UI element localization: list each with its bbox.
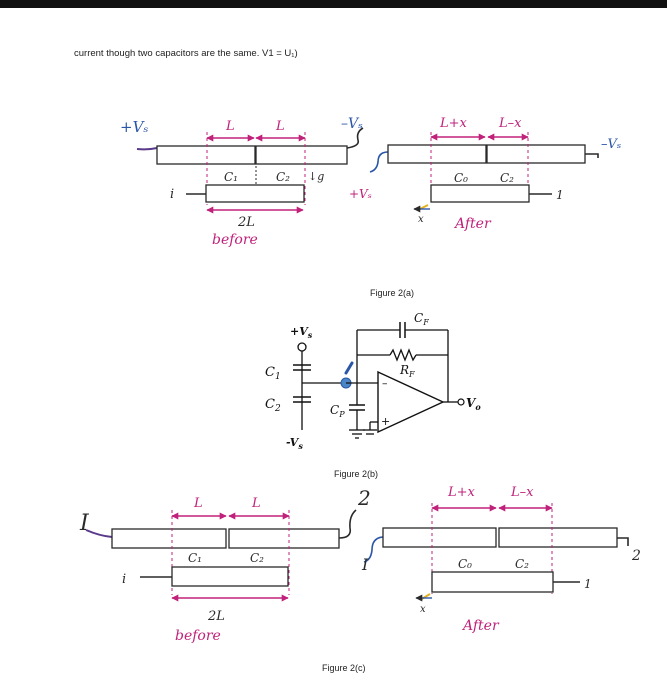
plus-vs-wire bbox=[136, 147, 158, 151]
c-displacement-x: x bbox=[420, 604, 426, 615]
c-label-L-minus-x: L–x bbox=[510, 485, 534, 500]
caption-figure-2b: Figure 2(b) bbox=[334, 469, 379, 479]
bottom-plate bbox=[205, 184, 305, 203]
c-label-c0: C₀ bbox=[458, 557, 472, 571]
vo-terminal bbox=[457, 398, 465, 406]
circuit-c2-label: C2 bbox=[265, 397, 281, 414]
c-after-top-plate-right bbox=[498, 527, 618, 548]
c-after-label-I: I bbox=[361, 555, 369, 574]
caption-figure-2c: Figure 2(c) bbox=[322, 663, 366, 673]
c-after-label-one: 1 bbox=[584, 577, 592, 591]
current-wire-in bbox=[85, 529, 113, 538]
c-label-L-left: L bbox=[193, 496, 203, 511]
circuit-cp-label: CP bbox=[330, 403, 345, 419]
c-output-wire bbox=[338, 509, 357, 539]
c-label-c2: C₂ bbox=[250, 551, 264, 565]
label-c0: C₀ bbox=[454, 171, 468, 185]
circuit-cf-label: CF bbox=[414, 311, 429, 327]
c-after-top-plate-left bbox=[382, 527, 497, 548]
c-after-input-wire bbox=[363, 536, 384, 563]
after-top-plate-right bbox=[486, 144, 586, 164]
label-L-left: L bbox=[225, 119, 235, 134]
label-g: ↓g bbox=[308, 170, 324, 183]
label-L-plus-x: L+x bbox=[439, 116, 468, 131]
top-plate-left bbox=[156, 145, 256, 165]
label-c2: C₂ bbox=[276, 170, 290, 184]
c-label-after: After bbox=[461, 618, 500, 634]
circuit-vs-terminal bbox=[297, 342, 307, 352]
minus-vs-wire-after bbox=[585, 153, 599, 158]
c-after-label-two: 2 bbox=[631, 548, 641, 564]
circuit-rf-label: RF bbox=[399, 363, 415, 379]
c-after-output-wire bbox=[617, 537, 629, 546]
opamp-triangle bbox=[377, 370, 445, 434]
circuit-plus-vs: +Vs bbox=[290, 325, 313, 340]
opamp-minus: – bbox=[382, 377, 388, 390]
minus-vs-wire bbox=[346, 127, 364, 149]
plus-vs-label-after: +Vₛ bbox=[349, 187, 372, 201]
figure-2c-after: I 2 L+x L–x C₀ C₂ 1 x After bbox=[361, 485, 641, 634]
plus-vs-label: +Vₛ bbox=[120, 118, 148, 136]
c-label-i: i bbox=[122, 572, 126, 587]
figure-2c-before: I L L C₁ C₂ i 2L before bbox=[79, 496, 357, 644]
c-label-before: before bbox=[175, 628, 221, 644]
label-I: I bbox=[79, 511, 90, 536]
after-top-plate-left bbox=[387, 144, 487, 164]
top-bar bbox=[0, 0, 667, 8]
caption-figure-2a: Figure 2(a) bbox=[370, 288, 415, 298]
label-c1: C₁ bbox=[224, 170, 238, 184]
c-top-plate-left bbox=[111, 528, 227, 549]
c-displacement-shaft bbox=[419, 593, 431, 601]
circuit-vo-label: Vo bbox=[466, 396, 481, 412]
circuit-minus-vs: -Vs bbox=[286, 436, 303, 451]
label-i: i bbox=[170, 187, 174, 202]
rf-resistor bbox=[389, 348, 417, 362]
figure-2b-circuit: +Vs C1 C2 -Vs CP bbox=[265, 311, 481, 510]
plus-vs-wire-after bbox=[369, 151, 389, 173]
c-label-2L: 2L bbox=[207, 609, 225, 624]
handwritten-two: 2 bbox=[357, 486, 371, 510]
minus-vs-label: –Vₛ bbox=[341, 116, 363, 132]
figure-2a-after: +Vₛ –Vₛ L+x L–x C₀ C₂ 1 x After bbox=[349, 116, 621, 232]
label-after: After bbox=[453, 216, 492, 232]
node-marker bbox=[344, 361, 354, 375]
after-bottom-plate bbox=[430, 184, 530, 203]
label-2L: 2L bbox=[237, 215, 255, 230]
opamp-plus: + bbox=[381, 415, 390, 428]
c-after-label-c2: C₂ bbox=[515, 557, 529, 571]
label-before: before bbox=[212, 232, 258, 248]
c-label-L-right: L bbox=[251, 496, 261, 511]
label-c2-after: C₂ bbox=[500, 171, 514, 185]
top-plate-right bbox=[255, 145, 348, 165]
displacement-x: x bbox=[418, 214, 424, 225]
c-label-c1: C₁ bbox=[188, 551, 202, 565]
minus-vs-label-after: –Vₛ bbox=[601, 137, 621, 152]
label-L-minus-x: L–x bbox=[498, 116, 522, 131]
intro-text: current though two capacitors are the sa… bbox=[74, 48, 298, 59]
c-top-plate-right bbox=[228, 528, 340, 549]
c-label-L-plus-x: L+x bbox=[447, 485, 476, 500]
c-after-bottom-plate bbox=[431, 571, 554, 593]
figure-2a-before: +Vₛ –Vₛ L L C₁ C₂ ↓g i 2L before bbox=[120, 116, 364, 248]
label-one: 1 bbox=[556, 188, 564, 202]
c-bottom-plate bbox=[171, 566, 289, 587]
label-L-right: L bbox=[275, 119, 285, 134]
circuit-c1-label: C1 bbox=[265, 365, 281, 382]
